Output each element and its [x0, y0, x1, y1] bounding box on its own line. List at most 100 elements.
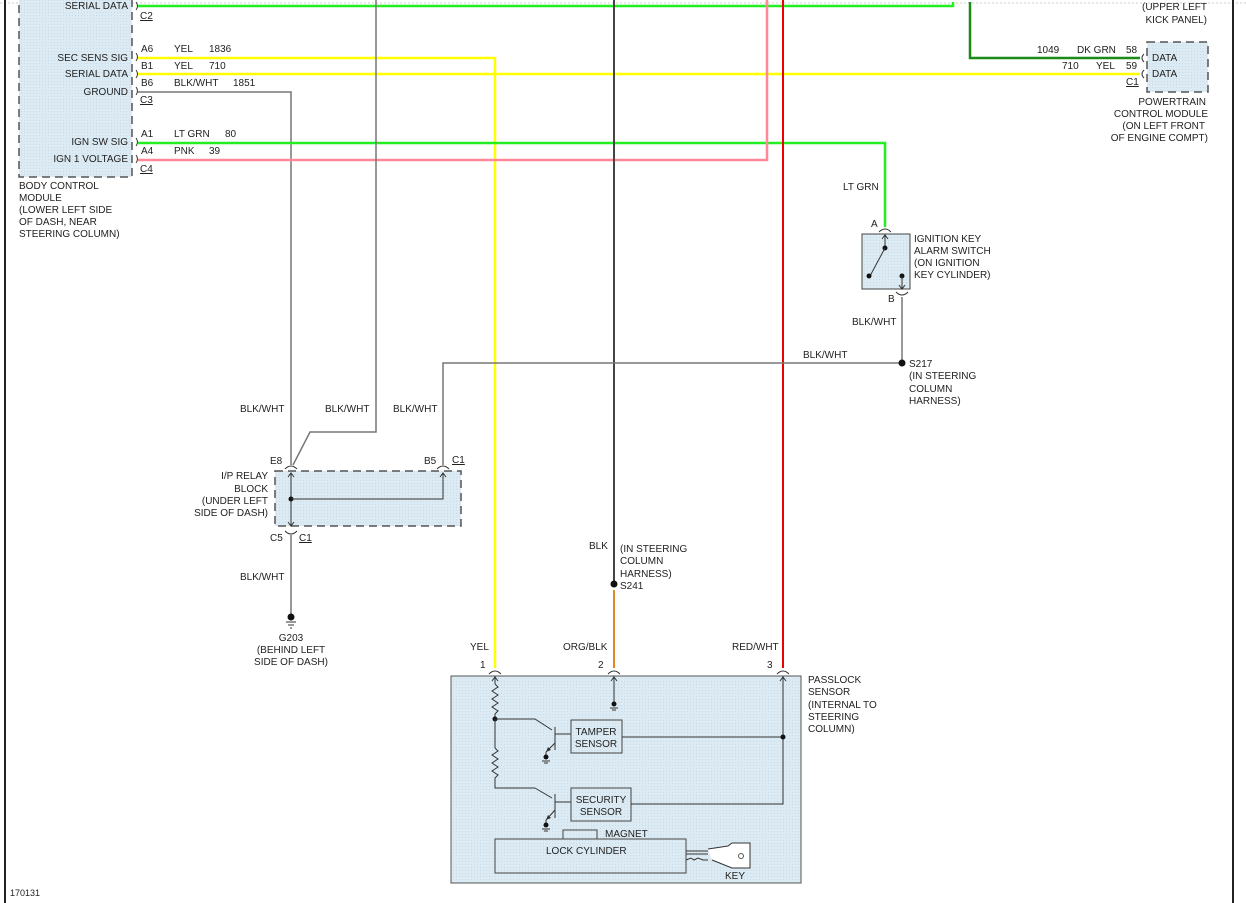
pcm-pin-label: DATA	[1152, 53, 1178, 64]
wire-color: YEL	[174, 44, 193, 55]
kick-panel-line: (UPPER LEFT	[1142, 2, 1207, 13]
splice-note: (IN STEERING	[909, 371, 976, 382]
wire-color: PNK	[174, 146, 195, 157]
relay-name: (UNDER LEFT	[202, 496, 268, 507]
pin-number: 2	[598, 660, 604, 671]
wire-color: BLK/WHT	[852, 317, 896, 328]
wire-color: YEL	[470, 642, 489, 653]
ign-switch-name: KEY CYLINDER)	[914, 270, 991, 281]
pcm-name-line: CONTROL MODULE	[1114, 109, 1208, 120]
ground-note: SIDE OF DASH)	[254, 657, 328, 668]
wire-color: BLK/WHT	[325, 404, 369, 415]
wire-ltgrn-80[interactable]	[138, 141, 887, 227]
cavity-label: 58	[1126, 45, 1138, 56]
pin-number: 1	[480, 660, 486, 671]
bcm-name-line: BODY CONTROL	[19, 181, 99, 192]
wire-color: BLK	[589, 541, 608, 552]
passlock-name: COLUMN)	[808, 724, 855, 735]
wire-color: BLK/WHT	[240, 404, 284, 415]
magnet-label: MAGNET	[605, 829, 648, 840]
wire-color: ORG/BLK	[563, 642, 608, 653]
bcm-name-line: MODULE	[19, 193, 62, 204]
wire-color: LT GRN	[843, 182, 879, 193]
security-sensor-label: SECURITY	[576, 795, 627, 806]
ign-switch-name: ALARM SWITCH	[914, 246, 991, 257]
pin-label: E8	[270, 456, 283, 467]
connector-label: C3	[140, 95, 153, 106]
splice-note: COLUMN	[620, 556, 663, 567]
tamper-sensor-label: SENSOR	[575, 739, 617, 750]
relay-name: I/P RELAY	[221, 471, 268, 482]
passlock-sensor[interactable]: YEL ORG/BLK RED/WHT 1 2 3 TAMPER SENSOR	[450, 642, 877, 884]
splice-name: S241	[620, 581, 644, 592]
pcm-name-line: (ON LEFT FRONT	[1122, 121, 1205, 132]
ip-relay-block[interactable]: BLK/WHT BLK/WHT BLK/WHT E8 B5 C1 C5 C1 I…	[194, 404, 465, 583]
splice-note: COLUMN	[909, 384, 952, 395]
bcm-pin-label: IGN SW SIG	[71, 137, 128, 148]
wire-blkwht-top[interactable]	[292, 0, 377, 466]
bcm-pin-label: GROUND	[84, 87, 128, 98]
circuit-number: 1851	[233, 78, 256, 89]
splice-note: HARNESS)	[620, 569, 672, 580]
bcm-pin-label: IGN 1 VOLTAGE	[53, 154, 128, 165]
lock-cylinder-label: LOCK CYLINDER	[546, 846, 627, 857]
pcm-name-line: OF ENGINE COMPT)	[1111, 133, 1208, 144]
cavity-label: B1	[141, 61, 154, 72]
splice-note: (IN STEERING	[620, 544, 687, 555]
pcm-pin-label: DATA	[1152, 69, 1178, 80]
splice-note: HARNESS)	[909, 396, 961, 407]
splice-s241[interactable]: BLK (IN STEERING COLUMN HARNESS) S241	[589, 541, 687, 592]
connector-label: C4	[140, 164, 153, 175]
security-sensor-label: SENSOR	[580, 807, 622, 818]
circuit-number: 80	[225, 129, 237, 140]
body-control-module[interactable]: SERIAL DATA SEC SENS SIG SERIAL DATA GRO…	[18, 0, 256, 240]
wire-blkwht-s217[interactable]	[442, 362, 901, 465]
cavity-label: A4	[141, 146, 154, 157]
pin-label: A	[871, 219, 878, 230]
wire-yel-1836[interactable]	[138, 56, 497, 668]
wire-color: BLK/WHT	[803, 350, 847, 361]
wire-serial-data-ltgrn[interactable]	[138, 2, 955, 8]
pcm-name-line: POWERTRAIN	[1138, 97, 1206, 108]
passlock-name: STEERING	[808, 712, 859, 723]
bcm-pin-label: SERIAL DATA	[65, 69, 128, 80]
relay-name: BLOCK	[234, 484, 268, 495]
powertrain-control-module[interactable]: DATA DATA 1049 DK GRN 58 710 YEL 59 C1 P…	[1037, 41, 1209, 144]
wire-color: YEL	[1096, 61, 1115, 72]
connector-label: C2	[140, 11, 153, 22]
cavity-label: B6	[141, 78, 154, 89]
ground-g203[interactable]: G203 (BEHIND LEFT SIDE OF DASH)	[254, 613, 328, 669]
cavity-label: 59	[1126, 61, 1138, 72]
circuit-number: 710	[1062, 61, 1079, 72]
wire-color: BLK/WHT	[240, 572, 284, 583]
circuit-number: 1049	[1037, 45, 1060, 56]
bcm-name-line: OF DASH, NEAR	[19, 217, 97, 228]
ignition-key-alarm-switch[interactable]: LT GRN A B IGNITION KEY ALARM SWITCH (ON…	[843, 182, 991, 328]
wire-color: BLK/WHT	[174, 78, 218, 89]
connector-label: C1	[1126, 77, 1139, 88]
connector-label: C1	[452, 455, 465, 466]
circuit-number: 39	[209, 146, 221, 157]
pin-number: 3	[767, 660, 773, 671]
wire-color: BLK/WHT	[393, 404, 437, 415]
splice-s217[interactable]: BLK/WHT S217 (IN STEERING COLUMN HARNESS…	[803, 350, 976, 407]
wire-pnk-39[interactable]	[138, 0, 769, 162]
ign-switch-name: IGNITION KEY	[914, 234, 982, 245]
wire-blkwht-1851[interactable]	[138, 91, 292, 465]
wire-color: DK GRN	[1077, 45, 1116, 56]
circuit-number: 710	[209, 61, 226, 72]
bcm-pin-label: SERIAL DATA	[65, 1, 128, 12]
cavity-label: A6	[141, 44, 154, 55]
passlock-name: PASSLOCK	[808, 675, 861, 686]
bcm-pin-label: SEC SENS SIG	[57, 53, 128, 64]
pin-label: B5	[424, 456, 437, 467]
passlock-name: (INTERNAL TO	[808, 700, 877, 711]
ign-switch-name: (ON IGNITION	[914, 258, 980, 269]
cavity-label: A1	[141, 129, 154, 140]
wire-dkgrn-1049[interactable]	[968, 2, 1140, 60]
pin-label: C5	[270, 533, 283, 544]
circuit-number: 1836	[209, 44, 232, 55]
tamper-sensor-label: TAMPER	[576, 727, 617, 738]
key-icon	[685, 842, 751, 869]
